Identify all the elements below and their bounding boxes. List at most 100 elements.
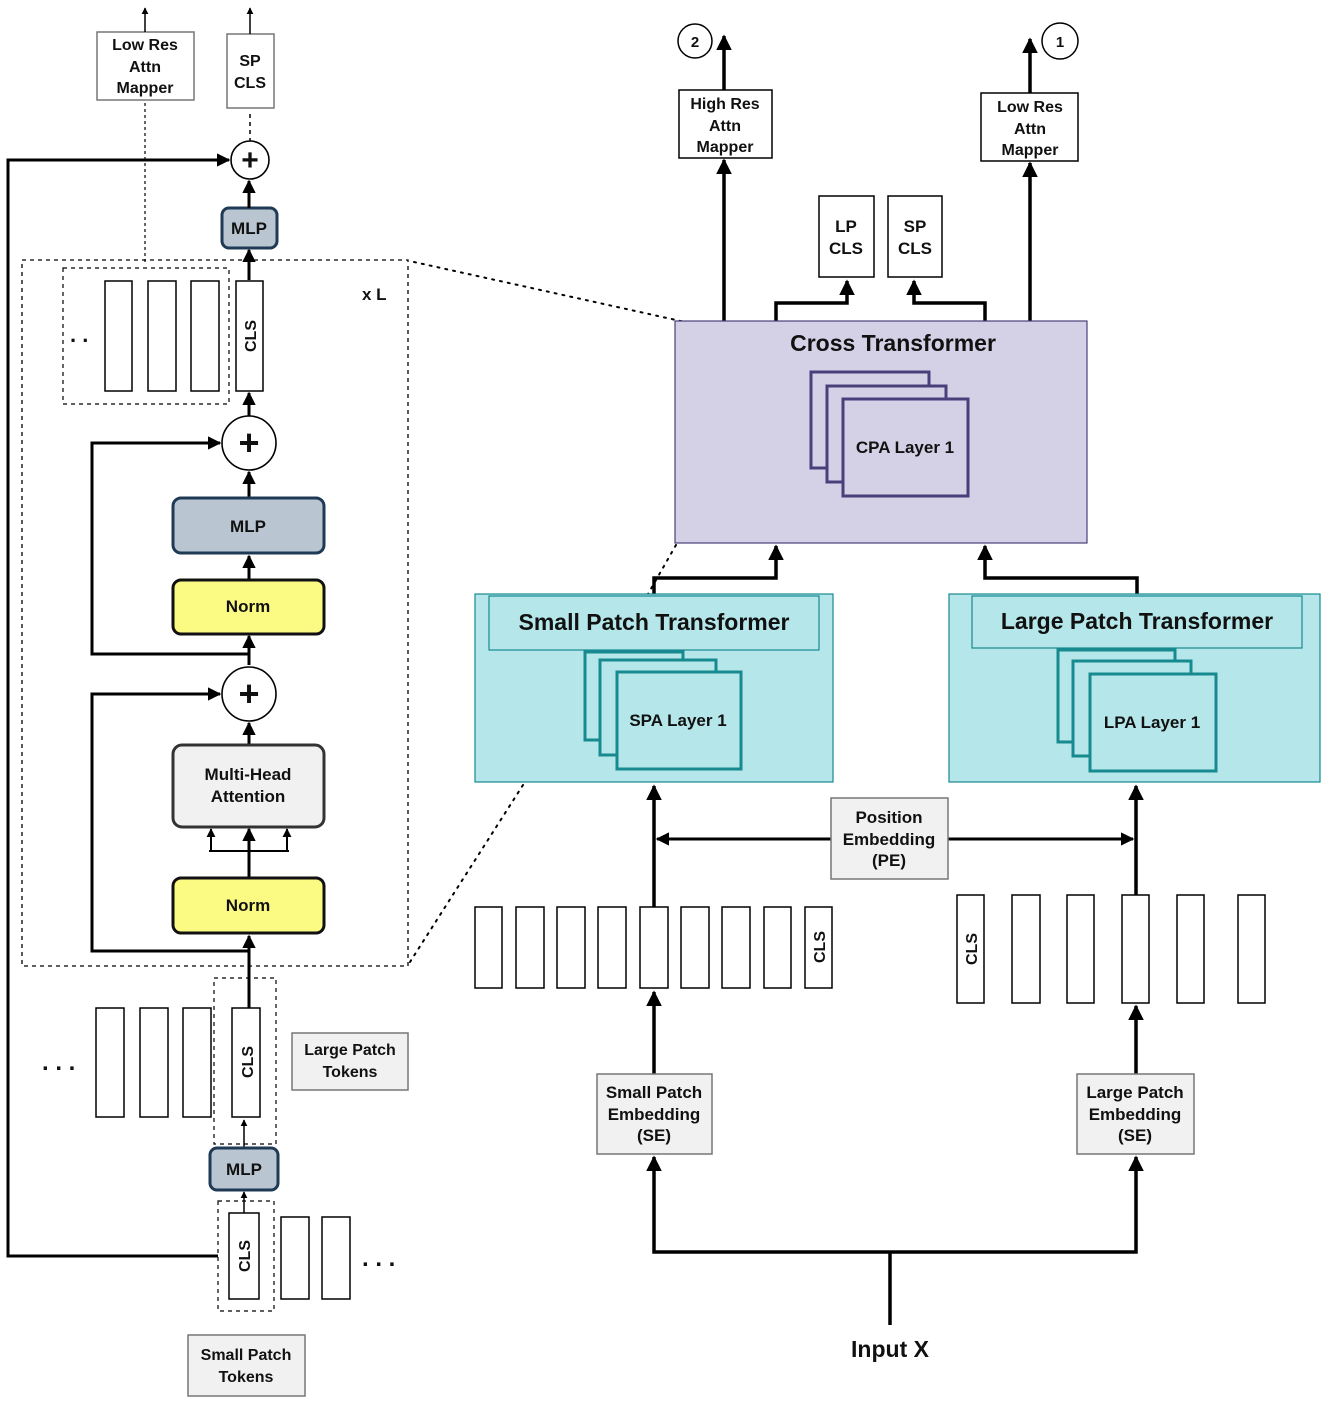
svg-text:CLS: CLS bbox=[240, 1046, 257, 1078]
svg-text:Attn: Attn bbox=[129, 59, 161, 76]
token bbox=[680, 906, 710, 989]
svg-text:SPA Layer 1: SPA Layer 1 bbox=[629, 711, 726, 730]
svg-text:Small Patch: Small Patch bbox=[201, 1347, 292, 1364]
svg-text:Attn: Attn bbox=[1014, 121, 1046, 138]
token bbox=[721, 906, 751, 989]
svg-text:. .: . . bbox=[70, 322, 88, 347]
svg-text:+: + bbox=[238, 673, 259, 714]
token bbox=[556, 906, 586, 989]
svg-text:Low Res: Low Res bbox=[997, 99, 1063, 116]
left-mlp-bottom bbox=[208, 1146, 280, 1192]
svg-text:Tokens: Tokens bbox=[219, 1369, 274, 1386]
svg-text:Embedding: Embedding bbox=[843, 830, 936, 849]
svg-text:(SE): (SE) bbox=[637, 1126, 671, 1145]
svg-text:MLP: MLP bbox=[226, 1160, 262, 1179]
svg-text:MLP: MLP bbox=[231, 219, 267, 238]
left-block-mlp bbox=[171, 496, 326, 555]
svg-text:Norm: Norm bbox=[226, 896, 270, 915]
token bbox=[515, 906, 545, 989]
output-1-marker: 1 bbox=[1041, 22, 1079, 60]
token bbox=[95, 1007, 125, 1118]
svg-text:Low Res: Low Res bbox=[112, 37, 178, 54]
token bbox=[597, 906, 627, 989]
svg-text:. . .: . . . bbox=[42, 1049, 75, 1076]
left-sp-cls-box: SP CLS bbox=[226, 33, 275, 109]
token bbox=[639, 906, 669, 989]
svg-text:CLS: CLS bbox=[243, 320, 260, 352]
svg-text:1: 1 bbox=[1056, 34, 1064, 51]
left-norm-top bbox=[171, 578, 326, 636]
svg-text:(SE): (SE) bbox=[1118, 1126, 1152, 1145]
token bbox=[182, 1007, 212, 1118]
high-res-attn-mapper-box: High Res Attn Mapper bbox=[678, 89, 773, 159]
output-2-marker: 2 bbox=[677, 23, 713, 59]
svg-text:SP: SP bbox=[239, 53, 261, 70]
input-x-label: Input X bbox=[851, 1336, 930, 1362]
svg-text:2: 2 bbox=[691, 34, 699, 51]
svg-text:Mapper: Mapper bbox=[1002, 142, 1059, 159]
token bbox=[104, 280, 133, 392]
svg-text:Small Patch: Small Patch bbox=[606, 1083, 702, 1102]
svg-text:CLS: CLS bbox=[812, 931, 829, 963]
transformer-block-dashed-box bbox=[21, 259, 409, 967]
svg-text:LPA Layer 1: LPA Layer 1 bbox=[1104, 713, 1200, 732]
large-patch-embedding-box: Large Patch Embedding (SE) bbox=[1076, 1073, 1195, 1155]
small-patch-tokens-label: Small Patch Tokens bbox=[187, 1334, 306, 1397]
token bbox=[1237, 894, 1266, 1004]
sp-cls-box: SP CLS bbox=[887, 195, 943, 278]
cls-token bbox=[235, 280, 264, 392]
cls-token bbox=[956, 894, 985, 1004]
left-plus-2 bbox=[221, 415, 277, 471]
svg-text:MLP: MLP bbox=[230, 517, 266, 536]
svg-text:Large Patch: Large Patch bbox=[1086, 1083, 1183, 1102]
token bbox=[190, 280, 220, 392]
svg-text:CPA Layer 1: CPA Layer 1 bbox=[856, 438, 954, 457]
cpa-layer-1 bbox=[841, 397, 970, 498]
cls-token bbox=[231, 1007, 261, 1118]
token bbox=[139, 1007, 169, 1118]
svg-text:Mapper: Mapper bbox=[697, 139, 754, 156]
token bbox=[280, 1216, 310, 1300]
left-top-plus bbox=[230, 140, 270, 180]
svg-text:x L: x L bbox=[362, 285, 387, 304]
svg-text:CLS: CLS bbox=[964, 933, 981, 965]
position-embedding-box: Position Embedding (PE) bbox=[830, 797, 949, 880]
svg-text:Position: Position bbox=[855, 808, 922, 827]
svg-text:CLS: CLS bbox=[829, 239, 863, 258]
token bbox=[1011, 894, 1041, 1004]
svg-text:Attention: Attention bbox=[211, 787, 286, 806]
low-res-attn-mapper-box: Low Res Attn Mapper bbox=[980, 92, 1079, 162]
svg-text:CLS: CLS bbox=[898, 239, 932, 258]
left-token-group-top bbox=[62, 267, 230, 405]
svg-text:Attn: Attn bbox=[709, 118, 741, 135]
svg-text:Norm: Norm bbox=[226, 597, 270, 616]
svg-text:Large Patch: Large Patch bbox=[304, 1042, 396, 1059]
token bbox=[763, 906, 792, 989]
svg-text:Embedding: Embedding bbox=[608, 1105, 701, 1124]
svg-text:Large Patch Transformer: Large Patch Transformer bbox=[1001, 608, 1273, 634]
svg-text:LP: LP bbox=[835, 217, 857, 236]
svg-text:SP: SP bbox=[904, 217, 927, 236]
svg-text:(PE): (PE) bbox=[872, 851, 906, 870]
token bbox=[321, 1216, 351, 1300]
left-plus-3 bbox=[221, 666, 277, 722]
cls-token bbox=[228, 1212, 260, 1300]
token bbox=[147, 280, 177, 392]
svg-text:Multi-Head: Multi-Head bbox=[205, 765, 292, 784]
token bbox=[1066, 894, 1095, 1004]
svg-text:High Res: High Res bbox=[690, 96, 759, 113]
svg-text:Small Patch Transformer: Small Patch Transformer bbox=[519, 609, 790, 635]
lp-cls-box: LP CLS bbox=[818, 195, 875, 278]
spa-layer-1 bbox=[615, 670, 743, 771]
token bbox=[1121, 894, 1150, 1004]
svg-text:Embedding: Embedding bbox=[1089, 1105, 1182, 1124]
token bbox=[474, 906, 503, 989]
svg-text:+: + bbox=[241, 144, 259, 177]
left-norm-bottom bbox=[171, 876, 326, 935]
svg-text:Cross Transformer: Cross Transformer bbox=[790, 330, 996, 356]
left-multi-head-attention bbox=[171, 743, 326, 829]
svg-text:CLS: CLS bbox=[234, 75, 266, 92]
lpa-layer-1 bbox=[1088, 672, 1218, 773]
svg-text:Mapper: Mapper bbox=[117, 80, 174, 97]
